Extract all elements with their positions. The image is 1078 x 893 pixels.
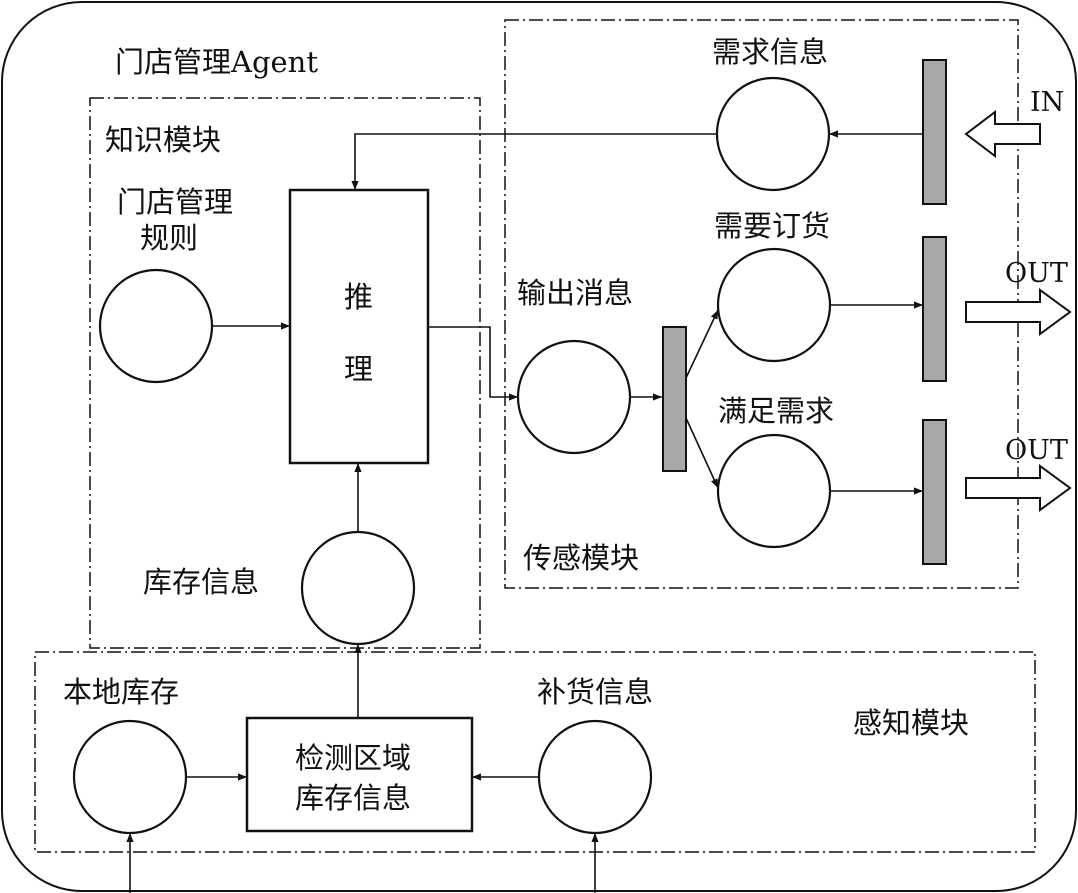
sensor-module-label: 传感模块 bbox=[523, 541, 639, 575]
inventory-info-label: 库存信息 bbox=[143, 565, 259, 599]
perception-module-box bbox=[34, 651, 1036, 853]
restock-info-label: 补货信息 bbox=[537, 675, 653, 709]
need-order-label: 需要订货 bbox=[714, 209, 830, 243]
output-msg-label: 输出消息 bbox=[517, 276, 633, 310]
in-hollow-arrow bbox=[964, 109, 1041, 159]
split-to-satisfy-arc bbox=[685, 417, 719, 489]
reasoning-transition bbox=[288, 188, 430, 465]
satisfy-demand-place bbox=[716, 433, 832, 549]
split-transition-bar bbox=[662, 326, 687, 472]
out2-transition-bar bbox=[922, 419, 947, 565]
agent-title: 门店管理Agent bbox=[115, 45, 318, 79]
out1-hollow-arrow bbox=[965, 288, 1072, 336]
demand-to-reasoning-arc bbox=[351, 133, 717, 190]
rules-label-line1: 门店管理 bbox=[117, 185, 233, 219]
out1-label: OUT bbox=[1005, 258, 1068, 289]
perception-module-label: 感知模块 bbox=[853, 706, 969, 740]
local-stock-label: 本地库存 bbox=[63, 675, 179, 709]
in-transition-bar bbox=[922, 59, 947, 205]
out2-hollow-arrow bbox=[965, 464, 1072, 512]
restock-info-place bbox=[537, 719, 653, 835]
out1-transition-bar bbox=[922, 236, 947, 382]
reasoning-label-line1: 推 bbox=[344, 280, 373, 314]
satisfy-demand-label: 满足需求 bbox=[718, 394, 834, 428]
knowledge-module-box bbox=[89, 97, 481, 649]
inventory-info-place bbox=[300, 530, 416, 646]
out2-label: OUT bbox=[1005, 435, 1068, 466]
rules-label-line2: 规则 bbox=[140, 221, 198, 255]
output-msg-place bbox=[516, 339, 632, 455]
demand-info-label: 需求信息 bbox=[712, 35, 828, 69]
in-label: IN bbox=[1030, 87, 1064, 118]
local-stock-place bbox=[72, 719, 188, 835]
knowledge-module-label: 知识模块 bbox=[105, 123, 221, 157]
rules-place bbox=[98, 268, 214, 384]
reasoning-to-output-arc bbox=[428, 326, 518, 401]
reasoning-label-line2: 理 bbox=[344, 352, 373, 386]
detect-label-line2: 库存信息 bbox=[295, 781, 411, 815]
demand-info-place bbox=[715, 76, 831, 192]
detect-label-line1: 检测区域 bbox=[295, 741, 411, 775]
need-order-place bbox=[716, 247, 832, 363]
split-to-need-order-arc bbox=[685, 309, 719, 379]
